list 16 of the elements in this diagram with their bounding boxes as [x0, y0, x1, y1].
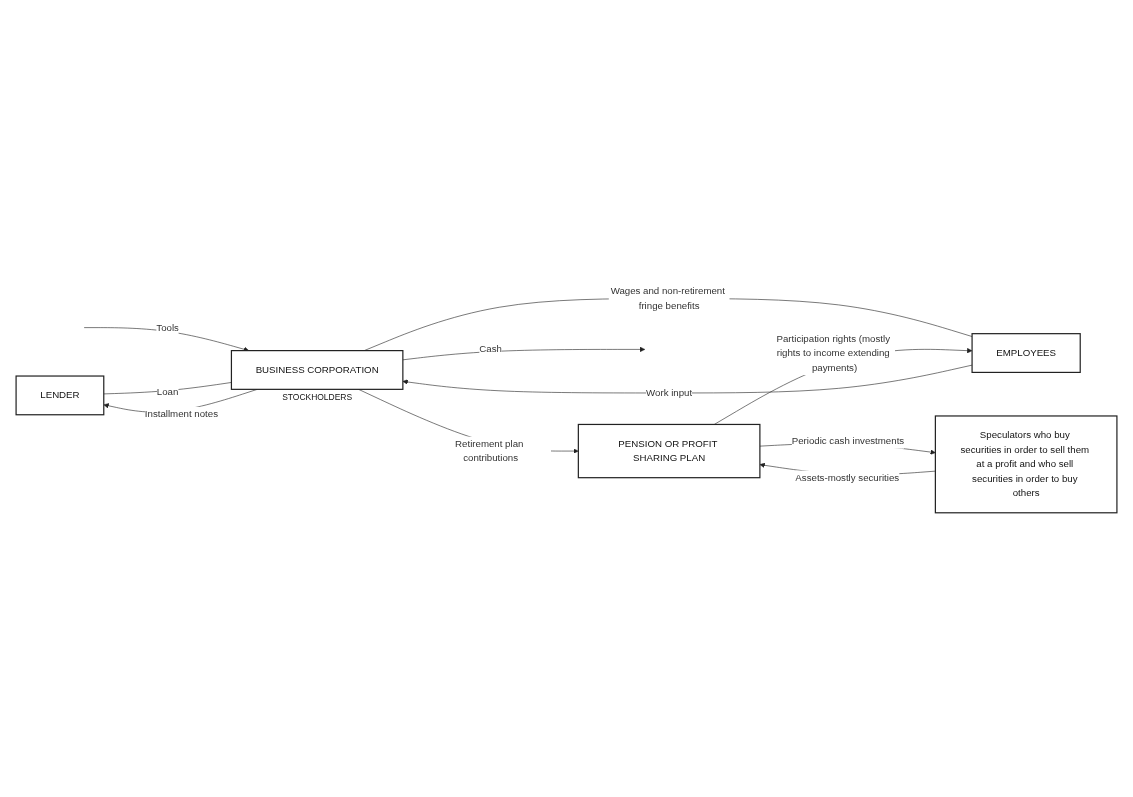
edge-label: Installment notes — [144, 408, 219, 419]
node-box: EMPLOYEES — [971, 333, 1081, 374]
edge-label: Work input — [646, 387, 693, 398]
node-box: PENSION OR PROFIT SHARING PLAN — [577, 423, 761, 479]
node-box: Speculators who buy securities in order to sell them at a profit and who sell securities in order to buy others — [934, 415, 1118, 514]
edge-label: Participation rights (mostly rights to income extending payments) — [776, 333, 891, 373]
edge-label: Assets-mostly securities — [795, 472, 900, 483]
node-box: LENDER — [15, 375, 105, 416]
edge-label: Tools — [156, 322, 179, 333]
edge-label: Retirement plan contributions — [455, 438, 524, 464]
edge-label: Periodic cash investments — [791, 436, 905, 447]
edge-label: Cash — [479, 344, 502, 355]
edge-label: Wages and non-retirement fringe benefits — [610, 285, 725, 311]
node-box: BUSINESS CORPORATION — [230, 350, 404, 391]
node-caption: STOCKHOLDERS — [282, 392, 353, 403]
edge-label: Loan — [156, 386, 179, 397]
